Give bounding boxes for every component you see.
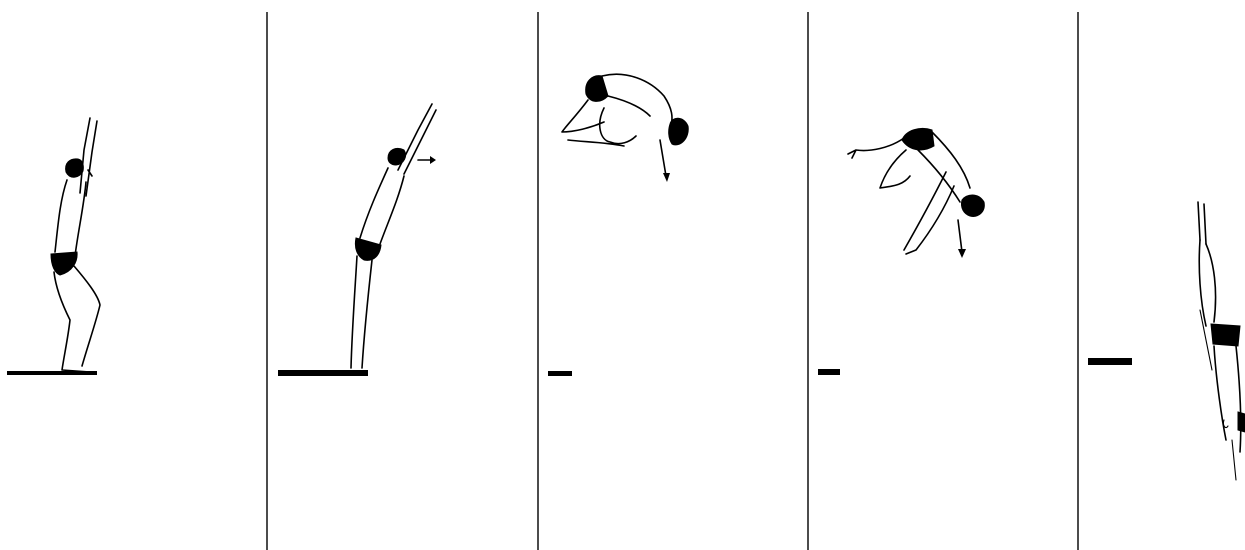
diver-trunks: [585, 75, 609, 102]
diver-body: [601, 73, 673, 129]
panel-5-entry-diver: [1088, 201, 1245, 481]
diver-trunks: [354, 237, 382, 261]
diver-legs: [53, 265, 101, 373]
diver-head: [668, 117, 689, 146]
diver-trunks: [1210, 323, 1241, 347]
diver-legs: [1213, 345, 1242, 453]
arrowhead: [958, 249, 966, 258]
water-splash: [1199, 309, 1237, 481]
motion-arrow-down: [659, 139, 667, 177]
panel-4-opening-diver: [818, 127, 985, 375]
diver-torso: [917, 131, 971, 203]
diver-arms: [397, 103, 437, 175]
diver-torso: [54, 179, 87, 257]
arrowhead: [663, 173, 670, 182]
diver-trunks: [901, 127, 935, 151]
diver-torso: [1198, 239, 1217, 327]
diver-legs: [561, 99, 637, 147]
diver-head: [387, 147, 407, 166]
diver-arms: [79, 117, 98, 197]
springboard-3: [548, 371, 572, 376]
diver-torso: [359, 167, 405, 245]
diver-trunks: [50, 251, 78, 276]
diver-legs: [847, 137, 911, 189]
panel-2-takeoff-diver: [278, 103, 437, 376]
panel-dividers: [266, 12, 1079, 550]
panel-1-standing-diver: [7, 117, 101, 375]
diver-feet: [1237, 411, 1245, 433]
diver-arms: [1197, 201, 1207, 245]
diver-head: [65, 158, 84, 178]
diver-arms: [903, 171, 955, 255]
panel-3-tuck-diver: [548, 73, 689, 376]
springboard-5: [1088, 358, 1132, 365]
springboard-2: [278, 370, 368, 376]
springboard-1: [7, 371, 97, 375]
diver-head: [961, 194, 985, 217]
arrowhead: [430, 156, 436, 164]
diver-legs: [350, 255, 373, 369]
springboard-4: [818, 369, 840, 375]
motion-arrow-down: [957, 219, 963, 253]
